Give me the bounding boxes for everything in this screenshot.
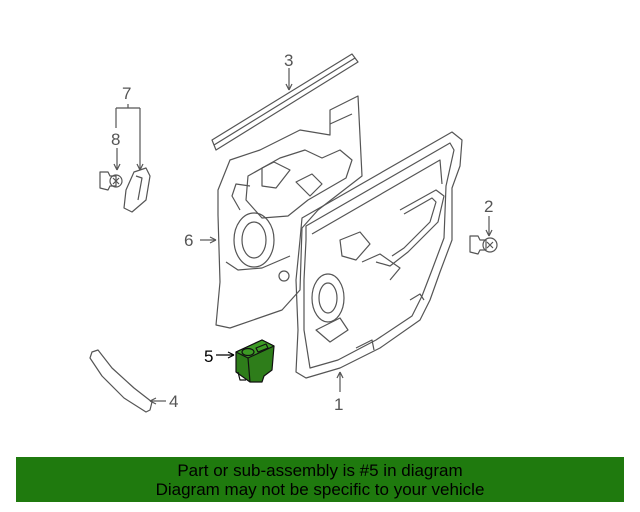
part-2-clip (469, 235, 498, 255)
callout-1: 1 (334, 395, 343, 414)
callout-5: 5 (204, 347, 213, 366)
part-4-garnish (89, 349, 153, 413)
callout-4: 4 (169, 392, 178, 411)
callout-6: 6 (184, 231, 193, 250)
banner-line-disclaimer: Diagram may not be specific to your vehi… (155, 480, 485, 499)
part-5-window-switch (235, 339, 275, 383)
part-6-water-shield (215, 95, 363, 329)
callout-8: 8 (111, 130, 120, 149)
part-8-screw (99, 171, 123, 191)
banner-line-part: Part or sub-assembly is #5 in diagram (177, 461, 463, 480)
callout-7: 7 (122, 84, 131, 103)
leader-lines (113, 68, 493, 405)
callout-3: 3 (284, 51, 293, 70)
part-3-weatherstrip (211, 53, 359, 151)
parts-diagram: 3 7 8 6 2 5 4 1 (89, 51, 498, 414)
callout-2: 2 (484, 197, 493, 216)
part-7-cover (123, 167, 151, 213)
part-1-door-trim-panel (295, 131, 463, 379)
info-banner: Part or sub-assembly is #5 in diagram Di… (16, 457, 624, 502)
